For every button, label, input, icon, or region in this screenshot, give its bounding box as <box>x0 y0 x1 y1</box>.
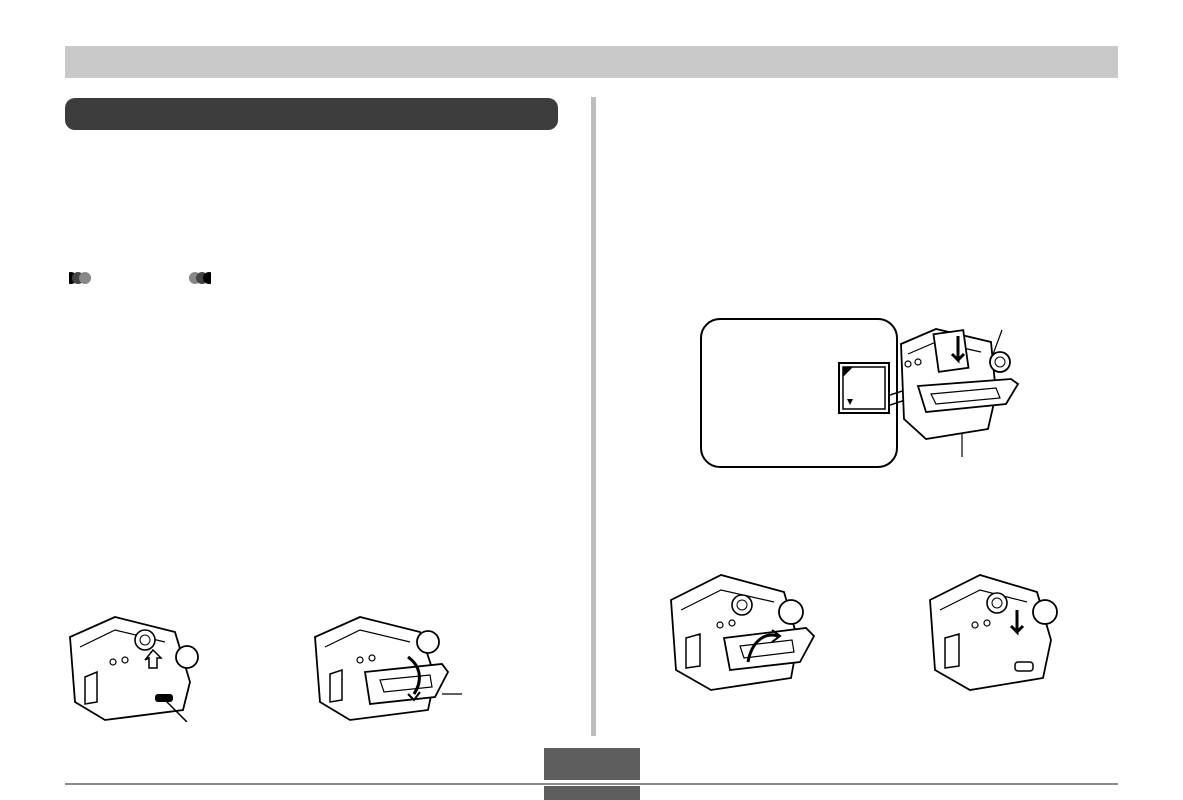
camera-cover-locked-illustration <box>929 574 1058 691</box>
camera-insert-card-illustration <box>900 328 1020 440</box>
memory-card-icon <box>838 362 890 414</box>
camera-unlock-cover-illustration <box>69 616 199 722</box>
page-number-tab-lower <box>544 786 640 800</box>
footer-rule <box>65 783 1118 785</box>
page-number-tab <box>544 748 640 780</box>
important-start-marker-icon <box>65 270 91 286</box>
section-title-bar <box>65 98 558 130</box>
camera-close-cover-illustration <box>670 574 816 691</box>
important-end-marker-icon <box>189 270 215 286</box>
camera-open-cover-illustration <box>314 616 462 721</box>
column-divider <box>591 97 596 736</box>
header-band <box>65 46 1118 78</box>
